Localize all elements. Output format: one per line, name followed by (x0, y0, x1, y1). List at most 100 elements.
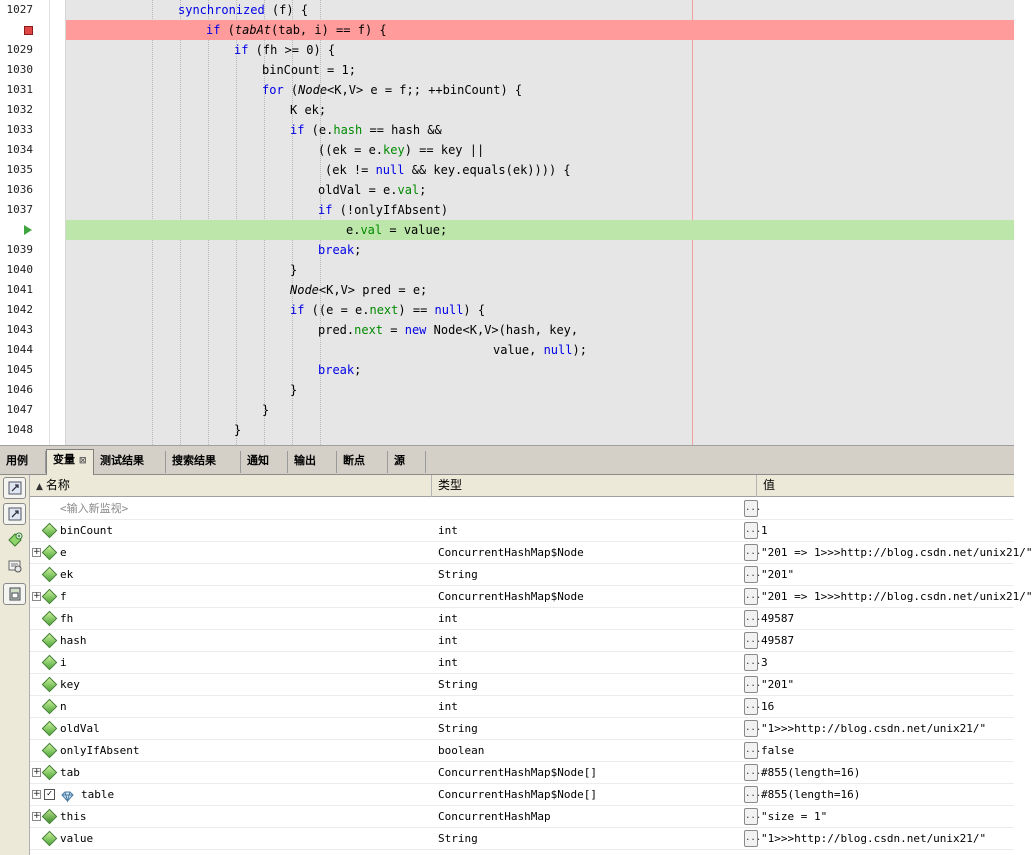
expand-plus-icon[interactable]: + (32, 591, 41, 601)
new-watch-input[interactable]: <输入新监视> (60, 502, 129, 515)
tab-5[interactable]: 输出 (288, 451, 337, 473)
ellipsis-button[interactable]: ... (744, 786, 761, 803)
ellipsis-button[interactable]: ... (744, 720, 761, 737)
column-header-type[interactable]: 类型 (432, 475, 757, 497)
tab-6[interactable]: 断点 (337, 451, 388, 473)
code-line[interactable]: if (fh >= 0) { (66, 40, 1014, 60)
code-line[interactable]: (ek != null && key.equals(ek)))) { (66, 160, 1014, 180)
variable-value[interactable]: #855(length=16) (761, 766, 861, 779)
variable-value[interactable]: "size = 1" (761, 810, 828, 823)
tab-4[interactable]: 通知 (241, 451, 288, 473)
expand-plus-icon[interactable]: + (32, 811, 41, 821)
breakpoint-icon[interactable] (22, 20, 34, 40)
ellipsis-button[interactable]: ... (744, 676, 761, 693)
code-line[interactable]: } (66, 400, 1014, 420)
code-line[interactable]: } (66, 260, 1014, 280)
variable-value[interactable]: #855(length=16) (761, 788, 861, 801)
variable-value[interactable]: 16 (761, 700, 775, 713)
tab-2[interactable]: 测试结果 (94, 451, 166, 473)
ellipsis-button[interactable]: ... (744, 742, 761, 759)
ellipsis-button[interactable]: ... (744, 588, 761, 605)
ellipsis-button[interactable]: ... (744, 544, 761, 561)
current-execution-line[interactable]: e.val = value; (66, 220, 1014, 240)
program-counter-arrow-icon[interactable] (22, 220, 34, 240)
tab-1[interactable]: 变量⊠ (46, 449, 94, 475)
checkbox[interactable]: ✓ (44, 789, 55, 800)
code-line[interactable]: if (e.hash == hash && (66, 120, 1014, 140)
breakpoint-line[interactable]: if (tabAt(tab, i) == f) { (66, 20, 1014, 40)
expand-plus-icon[interactable]: + (32, 767, 41, 777)
code-line[interactable]: break; (66, 240, 1014, 260)
tab-7[interactable]: 源 (388, 451, 426, 473)
code-line[interactable]: break; (66, 360, 1014, 380)
code-line[interactable]: } (66, 420, 1014, 440)
new-watch-row[interactable]: <输入新监视>... (30, 498, 1014, 520)
code-line[interactable]: value, null); (66, 340, 1014, 360)
expand-plus-icon[interactable]: + (32, 789, 41, 799)
variable-value[interactable]: "201" (761, 568, 795, 581)
tab-3[interactable]: 搜索结果 (166, 451, 241, 473)
variable-value[interactable]: 49587 (761, 634, 795, 647)
code-token: ) == (398, 303, 435, 317)
code-line[interactable]: oldVal = e.val; (66, 180, 1014, 200)
code-text-area[interactable]: synchronized (f) {if (tabAt(tab, i) == f… (66, 0, 1014, 445)
code-line[interactable]: synchronized (f) { (66, 0, 1014, 20)
expand-plus-icon[interactable]: + (32, 547, 41, 557)
variable-value[interactable]: "201" (761, 678, 795, 691)
variable-value[interactable]: 3 (761, 656, 768, 669)
new-watch-icon[interactable] (3, 529, 26, 551)
column-header-name[interactable]: ▲名称 (30, 475, 432, 497)
code-line[interactable]: K ek; (66, 100, 1014, 120)
code-line[interactable]: binCount = 1; (66, 60, 1014, 80)
ellipsis-button[interactable]: ... (744, 808, 761, 825)
tab-0[interactable]: 用例 (0, 451, 46, 473)
ellipsis-button[interactable]: ... (744, 698, 761, 715)
ellipsis-button[interactable]: ... (744, 522, 761, 539)
variable-value[interactable]: "201 => 1>>>http://blog.csdn.net/unix21/… (761, 590, 1033, 603)
variable-value[interactable]: "1>>>http://blog.csdn.net/unix21/" (761, 722, 987, 735)
code-line[interactable]: ((ek = e.key) == key || (66, 140, 1014, 160)
code-line[interactable]: for (Node<K,V> e = f;; ++binCount) { (66, 80, 1014, 100)
ellipsis-button[interactable]: ... (744, 500, 761, 517)
ellipsis-button[interactable]: ... (744, 654, 761, 671)
column-header-value[interactable]: 值 (763, 478, 776, 492)
show-inherited-icon[interactable] (3, 503, 26, 525)
code-line[interactable]: if ((e = e.next) == null) { (66, 300, 1014, 320)
ellipsis-button[interactable]: ... (744, 632, 761, 649)
show-values-icon[interactable] (3, 583, 26, 605)
variable-value[interactable]: 1 (761, 524, 768, 537)
variable-value[interactable]: false (761, 744, 795, 757)
code-line[interactable]: } (66, 380, 1014, 400)
ellipsis-button[interactable]: ... (744, 566, 761, 583)
ellipsis-button[interactable]: ... (744, 830, 761, 847)
add-to-watch-icon[interactable] (3, 555, 26, 577)
show-static-icon[interactable] (3, 477, 26, 499)
variable-value[interactable]: 49587 (761, 612, 795, 625)
variable-value[interactable]: "201 => 1>>>http://blog.csdn.net/unix21/… (761, 546, 1033, 559)
ellipsis-button[interactable]: ... (744, 610, 761, 627)
code-line[interactable]: if (!onlyIfAbsent) (66, 200, 1014, 220)
code-line[interactable]: pred.next = new Node<K,V>(hash, key, (66, 320, 1014, 340)
ellipsis-button[interactable]: ... (744, 764, 761, 781)
code-line[interactable]: Node<K,V> pred = e; (66, 280, 1014, 300)
close-icon[interactable]: ⊠ (79, 456, 87, 466)
variable-value[interactable]: "1>>>http://blog.csdn.net/unix21/" (761, 832, 987, 845)
